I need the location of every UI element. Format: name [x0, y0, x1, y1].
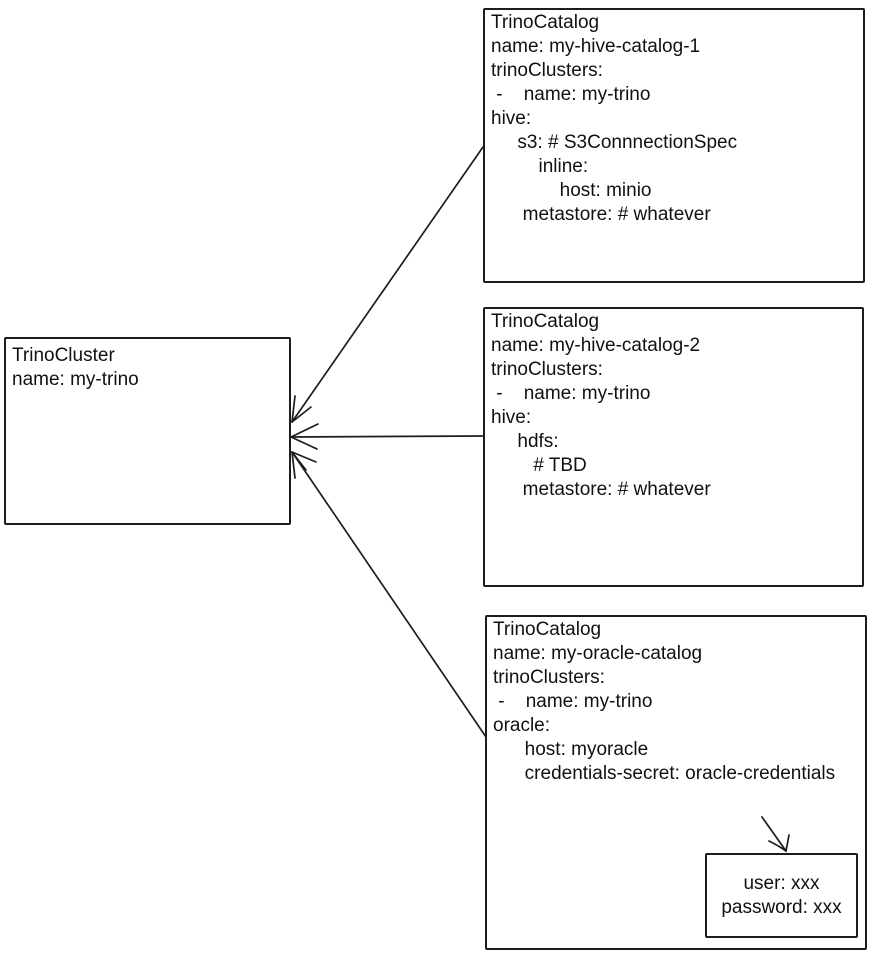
node-field: - name: my-trino — [493, 691, 653, 712]
node-field: trinoClusters: — [491, 359, 603, 380]
node-field: credentials-secret: oracle-credentials — [493, 763, 836, 784]
node-catalog-3: TrinoCatalog name: my-oracle-catalog tri… — [485, 615, 867, 950]
node-field: - name: my-trino — [491, 84, 651, 105]
node-field: - name: my-trino — [491, 383, 651, 404]
node-field: name: my-trino — [12, 369, 139, 390]
node-field: trinoClusters: — [491, 60, 603, 81]
node-field: hive: — [491, 108, 532, 129]
node-catalog-2: TrinoCatalog name: my-hive-catalog-2 tri… — [483, 307, 864, 587]
node-field: s3: # S3ConnnectionSpec — [491, 132, 738, 153]
node-catalog-1: TrinoCatalog name: my-hive-catalog-1 tri… — [483, 8, 865, 283]
node-credentials-secret: user: xxx password: xxx — [705, 853, 858, 938]
edge-catalog-2-to-cluster — [290, 423, 484, 450]
node-title: TrinoCatalog — [491, 311, 600, 332]
node-trino-cluster: TrinoCluster name: my-trino — [4, 337, 291, 525]
secret-field-user: user: xxx — [743, 872, 820, 894]
node-field: host: myoracle — [493, 739, 649, 760]
node-field: host: minio — [491, 180, 652, 201]
secret-field-password: password: xxx — [721, 896, 842, 918]
node-field: metastore: # whatever — [491, 479, 711, 500]
node-field: metastore: # whatever — [491, 204, 711, 225]
node-field: # TBD — [491, 455, 587, 476]
edge-catalog-3-to-cluster — [291, 451, 487, 738]
edge-catalog-1-to-cluster — [291, 146, 484, 423]
node-title: TrinoCatalog — [491, 12, 600, 33]
node-field: name: my-hive-catalog-1 — [491, 36, 701, 57]
node-field: name: my-oracle-catalog — [493, 643, 703, 664]
node-field: inline: — [491, 156, 589, 177]
node-field: name: my-hive-catalog-2 — [491, 335, 701, 356]
node-field: oracle: — [493, 715, 551, 736]
node-title: TrinoCluster — [12, 345, 115, 366]
node-field: hdfs: — [491, 431, 559, 452]
node-field: trinoClusters: — [493, 667, 605, 688]
node-field: hive: — [491, 407, 532, 428]
node-title: TrinoCatalog — [493, 619, 602, 640]
